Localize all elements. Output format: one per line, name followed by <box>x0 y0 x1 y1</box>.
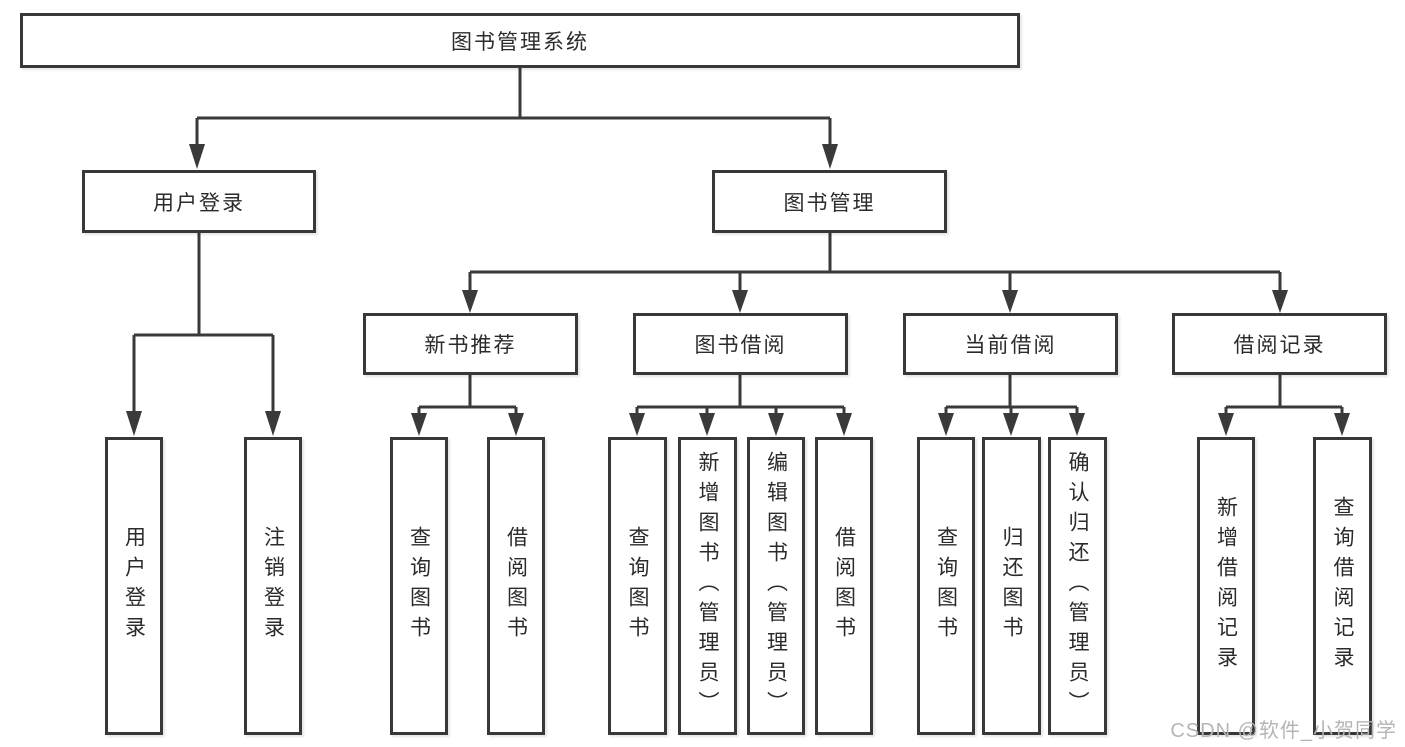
leaf-bb-add-books-admin: 新增图书（管理员） <box>678 437 737 735</box>
node-user-login: 用户登录 <box>82 170 316 233</box>
node-label: 编辑图书（管理员） <box>764 451 788 721</box>
arrowheads <box>126 144 1350 436</box>
node-new-book-recommend: 新书推荐 <box>363 313 578 375</box>
node-label: 查询图书 <box>407 526 431 646</box>
leaf-br-add-borrow-record: 新增借阅记录 <box>1197 437 1255 735</box>
leaf-bb-query-books: 查询图书 <box>608 437 667 735</box>
node-label: 用户登录 <box>153 191 245 215</box>
leaf-cb-return-books: 归还图书 <box>982 437 1041 735</box>
node-label: 确认归还（管理员） <box>1066 451 1089 721</box>
leaf-bb-borrow-books: 借阅图书 <box>815 437 873 735</box>
leaf-cb-confirm-return-admin: 确认归还（管理员） <box>1048 437 1107 735</box>
node-label: 注销登录 <box>261 526 285 646</box>
node-label: 用户登录 <box>122 526 146 646</box>
node-borrowing-records: 借阅记录 <box>1172 313 1387 375</box>
node-root: 图书管理系统 <box>20 13 1020 68</box>
node-label: 图书借阅 <box>694 334 787 357</box>
node-label: 图书管理 <box>783 191 876 215</box>
node-label: 借阅图书 <box>504 526 528 646</box>
node-label: 查询借阅记录 <box>1331 496 1354 676</box>
node-label: 查询图书 <box>934 526 958 646</box>
node-book-management: 图书管理 <box>712 170 947 233</box>
leaf-cb-query-books: 查询图书 <box>917 437 975 735</box>
leaf-br-query-borrow-record: 查询借阅记录 <box>1313 437 1372 735</box>
node-label: 借阅图书 <box>832 526 856 646</box>
node-label: 借阅记录 <box>1233 334 1326 357</box>
node-label: 归还图书 <box>1000 526 1023 646</box>
node-label: 新增借阅记录 <box>1214 496 1238 676</box>
leaf-user-login: 用户登录 <box>105 437 163 735</box>
leaf-nbr-borrow-books: 借阅图书 <box>487 437 545 735</box>
node-book-borrowing: 图书借阅 <box>633 313 848 375</box>
connector-path <box>132 68 1344 415</box>
leaf-logout-login: 注销登录 <box>244 437 302 735</box>
csdn-watermark: CSDN @软件_小贺同学 <box>1170 720 1397 742</box>
node-label: 新增图书（管理员） <box>696 451 719 721</box>
node-label: 查询图书 <box>626 526 649 646</box>
node-current-borrowing: 当前借阅 <box>903 313 1118 375</box>
node-label: 新书推荐 <box>424 334 517 357</box>
node-label: 图书管理系统 <box>451 30 589 54</box>
leaf-nbr-query-books: 查询图书 <box>390 437 448 735</box>
node-label: 当前借阅 <box>964 334 1057 357</box>
leaf-bb-edit-books-admin: 编辑图书（管理员） <box>747 437 805 735</box>
